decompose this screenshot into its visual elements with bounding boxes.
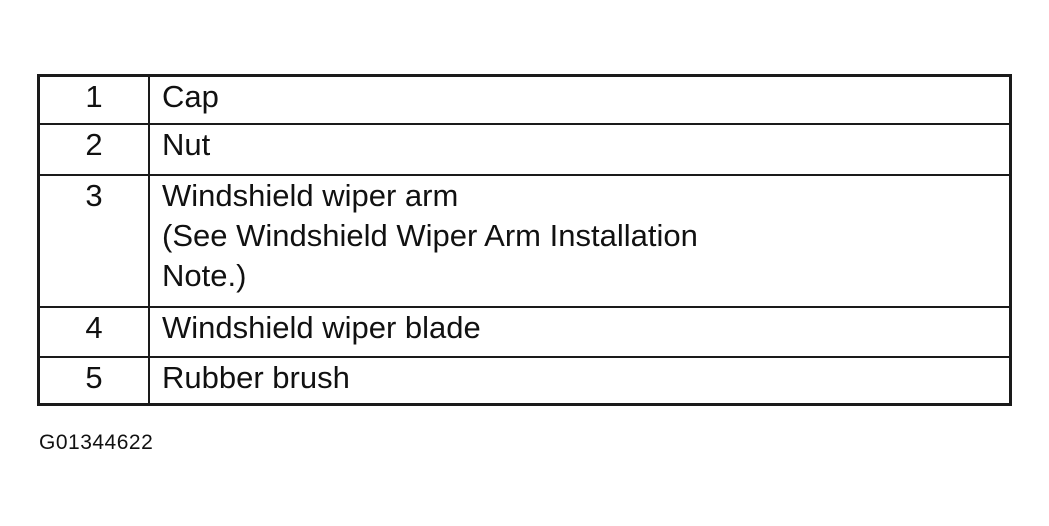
parts-legend-table: 1 Cap 2 Nut 3 Windshield wiper arm (See …	[37, 74, 1012, 406]
item-description: Cap	[148, 74, 1012, 125]
item-number: 2	[37, 123, 150, 176]
item-description: Nut	[148, 123, 1012, 176]
table-row: 4 Windshield wiper blade	[37, 306, 1012, 358]
description-line: Rubber brush	[162, 360, 350, 395]
item-number: 4	[37, 306, 150, 358]
description-line: Windshield wiper arm	[162, 178, 459, 213]
item-number: 3	[37, 174, 150, 308]
description-line: Windshield wiper blade	[162, 310, 481, 345]
description-line: (See Windshield Wiper Arm Installation	[162, 218, 698, 253]
table-row: 1 Cap	[37, 74, 1012, 125]
description-line: Cap	[162, 79, 219, 114]
item-description: Windshield wiper arm (See Windshield Wip…	[148, 174, 1012, 308]
description-line: Nut	[162, 127, 211, 162]
table-row: 3 Windshield wiper arm (See Windshield W…	[37, 174, 1012, 308]
figure-id: G01344622	[39, 431, 154, 454]
table-row: 2 Nut	[37, 123, 1012, 176]
item-number: 1	[37, 74, 150, 125]
table-row: 5 Rubber brush	[37, 356, 1012, 406]
description-line: Note.)	[162, 258, 247, 293]
item-description: Windshield wiper blade	[148, 306, 1012, 358]
item-description: Rubber brush	[148, 356, 1012, 406]
item-number: 5	[37, 356, 150, 406]
